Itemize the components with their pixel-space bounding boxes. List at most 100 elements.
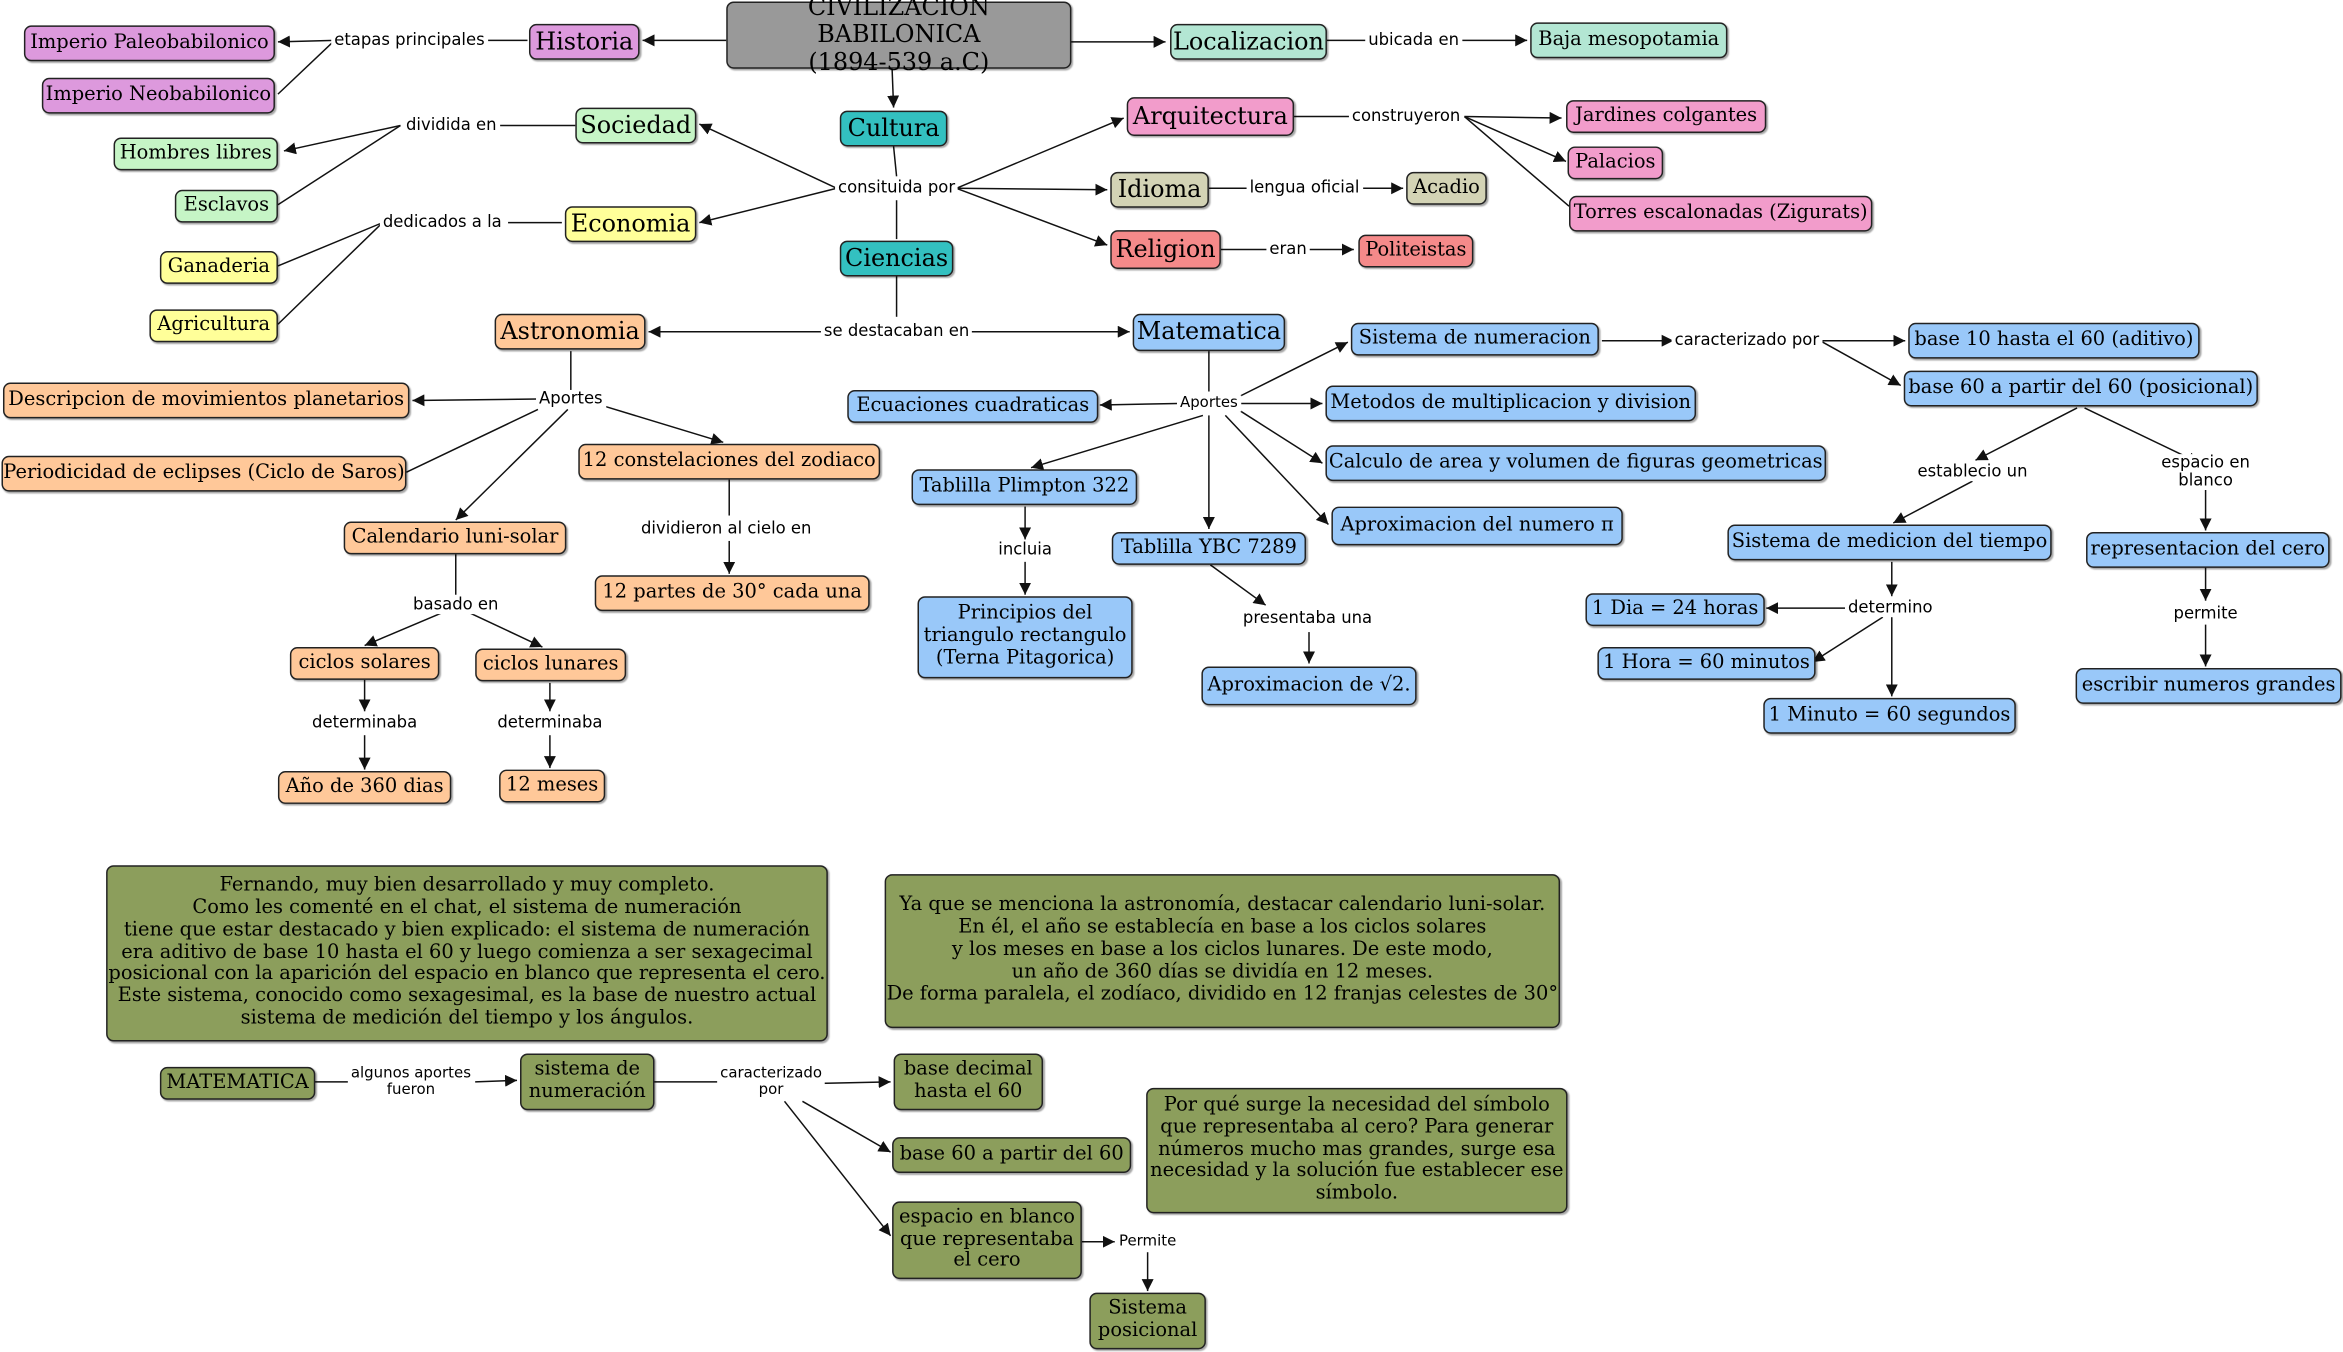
m-matematica-node[interactable]: MATEMATICA xyxy=(159,1066,316,1100)
connector-line-8 xyxy=(887,68,900,108)
escribir-node[interactable]: escribir numeros grandes xyxy=(2075,667,2342,704)
connector-line-64 xyxy=(1892,480,1973,524)
economia-node[interactable]: Economia xyxy=(564,206,697,243)
label-caracterizado: caracterizado por xyxy=(1671,331,1823,350)
neo-node[interactable]: Imperio Neobabilonico xyxy=(41,77,275,114)
label-aportes-mat: Aportes xyxy=(1176,395,1241,412)
aprox-raiz-node[interactable]: Aproximacion de √2. xyxy=(1201,666,1417,706)
ecuaciones-node[interactable]: Ecuaciones cuadraticas xyxy=(847,390,1099,423)
connector-line-12 xyxy=(956,117,1125,189)
label-algunos: algunos aportes fueron xyxy=(347,1065,475,1099)
connector-line-52 xyxy=(1224,414,1329,526)
sociedad-node[interactable]: Sociedad xyxy=(575,107,697,144)
connector-line-11 xyxy=(699,187,837,226)
connector-line-3 xyxy=(277,35,335,48)
connector-line-10 xyxy=(699,123,838,189)
principios-node[interactable]: Principios del triangulo rectangulo (Ter… xyxy=(917,596,1133,679)
meses-node[interactable]: 12 meses xyxy=(499,769,606,803)
jardines-node[interactable]: Jardines colgantes xyxy=(1566,100,1767,133)
connector-line-61 xyxy=(1819,340,1902,387)
descripcion-node[interactable]: Descripcion de movimientos planetarios xyxy=(2,382,410,419)
localizacion-node[interactable]: Localizacion xyxy=(1170,23,1327,60)
label-incluia: incluia xyxy=(995,540,1055,559)
connector-line-77 xyxy=(783,1100,892,1237)
connector-line-73 xyxy=(475,1074,518,1087)
base60-node[interactable]: base 60 a partir del 60 (posicional) xyxy=(1903,370,2258,407)
label-caracterizado-2: caracterizado por xyxy=(717,1065,825,1099)
label-determinaba-1: determinaba xyxy=(309,713,421,733)
astronomia-comment: Ya que se menciona la astronomía, destac… xyxy=(884,874,1561,1029)
fernando-comment: Fernando, muy bien desarrollado y muy co… xyxy=(106,865,828,1042)
ganaderia-node[interactable]: Ganaderia xyxy=(159,251,278,284)
calendario-node[interactable]: Calendario luni-solar xyxy=(343,521,567,555)
aprox-pi-node[interactable]: Aproximacion del numero π xyxy=(1331,506,1623,546)
connector-line-53 xyxy=(1030,414,1204,470)
connector-line-48 xyxy=(1099,398,1178,411)
cero-comment: Por qué surge la necesidad del símbolo q… xyxy=(1146,1087,1568,1214)
sistema-numeracion-node[interactable]: Sistema de numeracion xyxy=(1350,322,1599,356)
ano-node[interactable]: Año de 360 dias xyxy=(277,771,452,804)
religion-node[interactable]: Religion xyxy=(1110,230,1221,269)
minuto-node[interactable]: 1 Minuto = 60 segundos xyxy=(1763,697,2016,734)
constelaciones-node[interactable]: 12 constelaciones del zodiaco xyxy=(578,443,881,480)
mesopotamia-node[interactable]: Baja mesopotamia xyxy=(1530,22,1728,59)
arquitectura-node[interactable]: Arquitectura xyxy=(1126,97,1295,136)
paleo-node[interactable]: Imperio Paleobabilonico xyxy=(23,25,275,62)
matematica-node[interactable]: Matematica xyxy=(1132,313,1286,352)
base10-node[interactable]: base 10 hasta el 60 (aditivo) xyxy=(1908,322,2200,359)
ciencias-node[interactable]: Ciencias xyxy=(839,240,954,277)
hora-node[interactable]: 1 Hora = 60 minutos xyxy=(1597,647,1816,680)
dia-node[interactable]: 1 Dia = 24 horas xyxy=(1585,593,1765,627)
connector-line-35 xyxy=(406,408,539,473)
partes-node[interactable]: 12 partes de 30° cada una xyxy=(594,575,870,612)
esclavos-node[interactable]: Esclavos xyxy=(174,189,278,223)
connector-line-51 xyxy=(1239,410,1323,464)
m-sistema-node[interactable]: sistema de numeración xyxy=(520,1053,655,1111)
ciclos-lunares-node[interactable]: ciclos lunares xyxy=(475,648,627,682)
title-node[interactable]: CIVILIZACION BABILONICA (1894-539 a.C) xyxy=(726,0,1072,75)
label-dividieron: dividieron al cielo en xyxy=(638,519,815,539)
m-espacio-node[interactable]: espacio en blanco que representaba el ce… xyxy=(892,1201,1082,1280)
ciclos-solares-node[interactable]: ciclos solares xyxy=(289,647,440,680)
label-etapas: etapas principales xyxy=(331,30,488,50)
periodicidad-node[interactable]: Periodicidad de eclipses (Ciclo de Saros… xyxy=(1,455,407,492)
label-espacio-blanco: espacio en blanco xyxy=(2136,453,2275,491)
representacion-cero-node[interactable]: representacion del cero xyxy=(2086,531,2330,568)
connector-line-9 xyxy=(892,146,898,177)
label-permite: permite xyxy=(2170,604,2241,624)
connector-line-42 xyxy=(468,611,543,648)
label-dividida: dividida en xyxy=(403,116,500,135)
m-posicional-node[interactable]: Sistema posicional xyxy=(1089,1292,1206,1350)
connector-line-4 xyxy=(277,39,336,95)
connector-line-57 xyxy=(1209,564,1267,606)
politeistas-node[interactable]: Politeistas xyxy=(1358,234,1474,268)
calculo-node[interactable]: Calculo de area y volumen de figuras geo… xyxy=(1325,445,1827,482)
connector-line-20 xyxy=(277,221,383,267)
label-destacaban: se destacaban en xyxy=(820,322,973,341)
m-decimal-node[interactable]: base decimal hasta el 60 xyxy=(893,1053,1044,1111)
cultura-node[interactable]: Cultura xyxy=(839,110,948,147)
acadio-node[interactable]: Acadio xyxy=(1406,171,1487,205)
m-base60-node[interactable]: base 60 a partir del 60 xyxy=(892,1137,1132,1174)
label-lengua: lengua oficial xyxy=(1246,178,1363,198)
metodos-node[interactable]: Metodos de multiplicacion y division xyxy=(1325,385,1697,422)
ybc-node[interactable]: Tablilla YBC 7289 xyxy=(1111,531,1307,565)
palacios-node[interactable]: Palacios xyxy=(1567,146,1664,180)
agricultura-node[interactable]: Agricultura xyxy=(149,309,278,343)
connector-line-41 xyxy=(364,611,443,647)
torres-node[interactable]: Torres escalonadas (Zigurats) xyxy=(1569,195,1873,232)
connector-line-21 xyxy=(277,222,384,325)
sistema-tiempo-node[interactable]: Sistema de medicion del tiempo xyxy=(1727,524,2052,561)
label-dedicados: dedicados a la xyxy=(379,213,505,232)
historia-node[interactable]: Historia xyxy=(528,23,640,60)
astronomia-node[interactable]: Astronomia xyxy=(494,313,646,350)
connector-line-62 xyxy=(1975,407,2078,461)
label-establecio: establecio un xyxy=(1914,462,2031,482)
label-ubicada: ubicada en xyxy=(1365,30,1462,50)
label-presentaba: presentaba una xyxy=(1239,609,1376,628)
hombres-node[interactable]: Hombres libres xyxy=(113,137,278,171)
plimpton-node[interactable]: Tablilla Plimpton 322 xyxy=(911,469,1138,506)
idioma-node[interactable]: Idioma xyxy=(1110,171,1209,208)
